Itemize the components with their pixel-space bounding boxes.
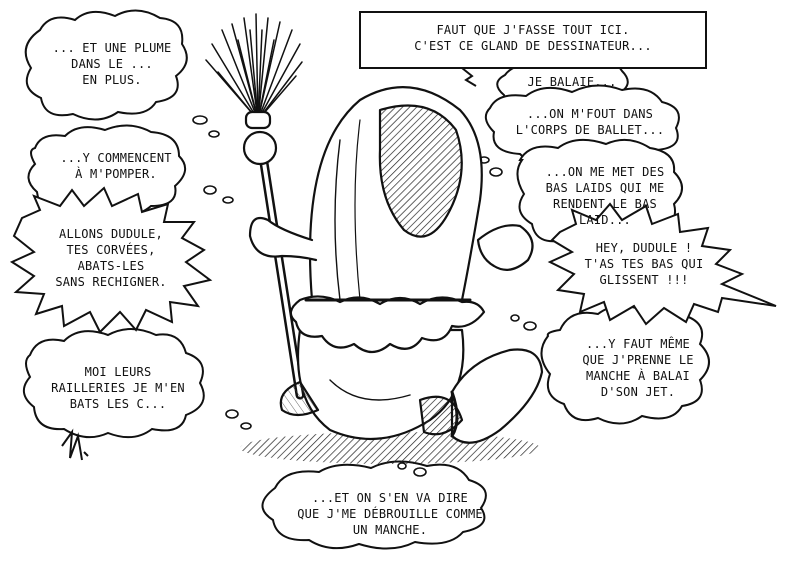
bubble-text-hey: HEY, DUDULE ! T'AS TES BAS QUI GLISSENT … xyxy=(584,241,704,287)
bubble-text-railleries: MOI LEURS RAILLERIES JE M'EN BATS LES C.… xyxy=(51,365,185,411)
cloud-bubble-railleries xyxy=(23,328,205,439)
bubble-text-bas-laids: ...ON ME MET DES BAS LAIDS QUI ME RENDEN… xyxy=(545,165,665,227)
hooded-character xyxy=(205,13,544,464)
bubble-text-pomper: ...Y COMMENCENT À M'POMPER. xyxy=(60,151,172,181)
bubble-text-dudule: ALLONS DUDULE, TES CORVÉES, ABATS-LES SA… xyxy=(55,227,167,289)
caption-tail xyxy=(461,67,477,87)
cloud-bubble-plume xyxy=(24,9,188,121)
bubble-text-plume: ... ET UNE PLUME DANS LE ... EN PLUS. xyxy=(52,41,172,87)
broom-bristles xyxy=(205,13,303,121)
tutu-ruffle xyxy=(289,295,486,354)
bubble-text-faut: FAUT QUE J'FASSE TOUT ICI. C'EST CE GLAN… xyxy=(414,23,652,53)
bubble-text-va-dire: ...ET ON S'EN VA DIRE QUE J'ME DÉBROUILL… xyxy=(297,491,483,537)
cloud-bubble-va-dire xyxy=(261,460,487,550)
broom-binding xyxy=(244,110,272,130)
caption-box-faut xyxy=(359,11,707,69)
bubble-text-ballet: ...ON M'FOUT DANS L'CORPS DE BALLET... xyxy=(515,107,665,137)
thought-dots xyxy=(192,115,537,477)
bubble-text-balaie: JE BALAIE... xyxy=(527,75,617,89)
jagged-bubble-hey xyxy=(547,202,777,326)
artist-signature xyxy=(61,428,89,461)
bubble-text-manche: ...Y FAUT MÊME QUE J'PRENNE LE MANCHE À … xyxy=(582,337,694,399)
jagged-bubble-dudule xyxy=(9,186,213,334)
broom-knob xyxy=(242,130,278,166)
